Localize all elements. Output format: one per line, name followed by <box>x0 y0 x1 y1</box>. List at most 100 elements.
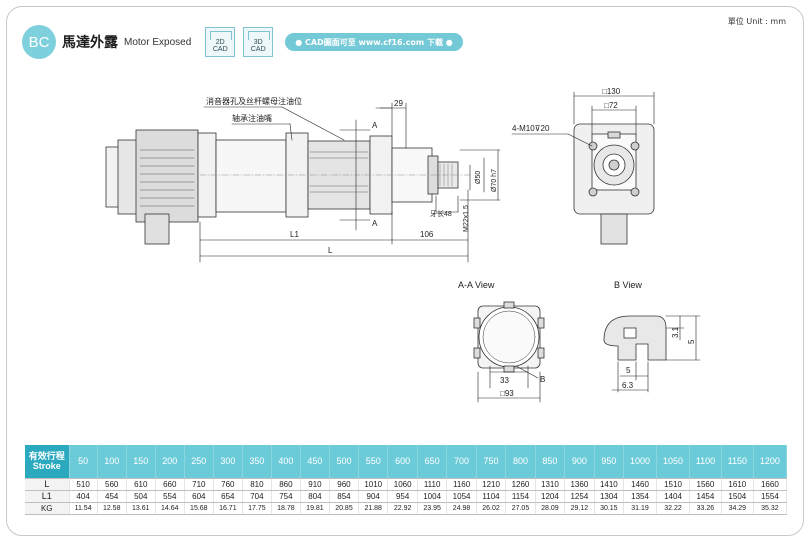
dim-72: □72 <box>604 101 618 110</box>
table-cell: 1060 <box>387 478 418 491</box>
stroke-header-cell: 50 <box>69 445 98 479</box>
stroke-header-cell: 100 <box>97 445 127 479</box>
table-cell: 12.58 <box>97 502 127 515</box>
row-label: L1 <box>25 490 70 503</box>
table-cell: 1504 <box>721 490 754 503</box>
table-cell: 604 <box>184 490 214 503</box>
table-cell: 1004 <box>417 490 448 503</box>
stroke-header-cell: 600 <box>387 445 418 479</box>
table-cell: 27.05 <box>505 502 536 515</box>
table-cell: 404 <box>69 490 98 503</box>
table-cell: 1410 <box>594 478 625 491</box>
dim-29: 29 <box>394 99 403 108</box>
table-cell: 904 <box>358 490 389 503</box>
stroke-header-cell: 950 <box>594 445 625 479</box>
stroke-header-cell: 800 <box>505 445 536 479</box>
stroke-header-cn: 有效行程 <box>28 451 65 462</box>
table-cell: 1154 <box>505 490 536 503</box>
stroke-header-cell: 1200 <box>753 445 788 479</box>
stroke-header-cell: 250 <box>184 445 214 479</box>
table-cell: 1460 <box>623 478 658 491</box>
page-subtitle: Motor Exposed <box>124 36 192 48</box>
dim-holes: 4-M10⊽20 <box>512 124 550 133</box>
dim-3-1: 3.1 <box>671 326 680 338</box>
table-cell: 1354 <box>623 490 658 503</box>
table-cell: 1360 <box>564 478 595 491</box>
side-view <box>105 129 459 245</box>
table-cell: 1610 <box>721 478 754 491</box>
motor-end-cap <box>117 139 139 215</box>
table-cell: 1254 <box>564 490 595 503</box>
table-cell: 1310 <box>535 478 566 491</box>
table-cell: 510 <box>69 478 98 491</box>
unit-label: 單位 Unit : mm <box>727 17 786 26</box>
actuator-tube <box>307 140 371 210</box>
aa-view <box>473 301 545 373</box>
table-cell: 1110 <box>417 478 448 491</box>
dim-5-vertical: 5 <box>687 339 696 344</box>
table-cell: 23.95 <box>417 502 448 515</box>
table-cell: 504 <box>126 490 156 503</box>
stroke-header-cell: 700 <box>446 445 477 479</box>
table-cell: 28.09 <box>535 502 566 515</box>
section-mark-bottom: A <box>372 219 378 228</box>
table-cell: 34.29 <box>721 502 754 515</box>
table-cell: 35.32 <box>753 502 788 515</box>
aa-label-b: B <box>540 375 545 384</box>
row-label: L <box>25 478 70 491</box>
table-cell: 860 <box>271 478 301 491</box>
section-mark-top: A <box>372 121 378 130</box>
technical-drawing: 消音器孔及丝杆螺母注油位 轴承注油嘴 A A 29 L1 106 L 牙长48 … <box>105 87 701 403</box>
table-cell: 854 <box>329 490 359 503</box>
table-cell: 454 <box>97 490 127 503</box>
table-cell: 910 <box>300 478 330 491</box>
dim-d50: Ø50 <box>475 171 482 184</box>
dim-thread: M22x1.5 <box>463 205 470 232</box>
table-cell: 18.78 <box>271 502 301 515</box>
table-cell: 21.88 <box>358 502 389 515</box>
end-view <box>573 123 655 245</box>
note-bearing-nipple: 轴承注油嘴 <box>232 113 272 123</box>
cad-3d-line2: CAD <box>250 46 266 53</box>
table-cell: 1510 <box>656 478 690 491</box>
table-cell: 32.22 <box>656 502 690 515</box>
end-connector <box>600 213 628 245</box>
stroke-header-cell: 1100 <box>689 445 722 479</box>
stroke-header-cell: 1000 <box>623 445 658 479</box>
table-cell: 26.02 <box>476 502 507 515</box>
table-cell: 560 <box>97 478 127 491</box>
table-cell: 710 <box>184 478 214 491</box>
row-label: KG <box>25 502 70 515</box>
motor-body <box>135 129 199 223</box>
table-cell: 29.12 <box>564 502 595 515</box>
table-cell: 20.85 <box>329 502 359 515</box>
table-cell: 24.98 <box>446 502 477 515</box>
dim-33: 33 <box>500 376 509 385</box>
table-cell: 1260 <box>505 478 536 491</box>
table-cell: 1204 <box>535 490 566 503</box>
dim-thread-length: 牙长48 <box>430 209 452 218</box>
stroke-header-cell: 650 <box>417 445 448 479</box>
table-cell: 1454 <box>689 490 722 503</box>
table-cell: 610 <box>126 478 156 491</box>
b-view-title: B View <box>614 280 642 290</box>
stroke-header-cell: 900 <box>564 445 595 479</box>
dim-l1: L1 <box>290 230 299 239</box>
dim-l: L <box>328 246 333 255</box>
adapter-housing <box>215 139 287 213</box>
table-cell: 754 <box>271 490 301 503</box>
cad-2d-line1: 2D <box>215 39 225 46</box>
stroke-header-cell: 1150 <box>721 445 754 479</box>
table-cell: 760 <box>213 478 243 491</box>
stroke-header-cell: 350 <box>242 445 272 479</box>
stroke-header-cell: 550 <box>358 445 389 479</box>
stroke-header-cell: 750 <box>476 445 507 479</box>
table-cell: 14.64 <box>155 502 185 515</box>
motor-connector <box>144 213 170 245</box>
cad-download-link[interactable]: ● CAD圖面可至 www.cf16.com 下載 ● <box>285 33 463 51</box>
